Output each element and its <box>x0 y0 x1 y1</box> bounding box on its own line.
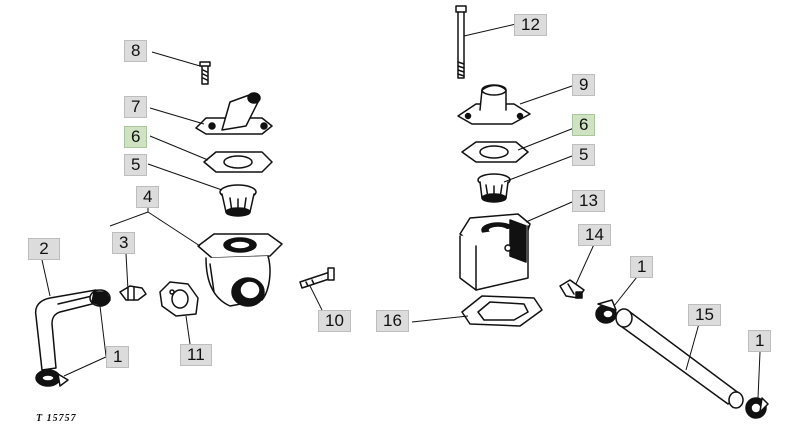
callout-9: 9 <box>572 74 596 96</box>
thermostat-cover-9-part <box>457 84 531 125</box>
bolt-10-part <box>299 267 335 289</box>
thermostat-housing-13-part <box>459 213 531 291</box>
bolt-12-part <box>455 5 467 79</box>
callout-12: 12 <box>514 14 547 36</box>
thermostat-cover-7-part <box>195 92 273 135</box>
callout-3: 3 <box>112 232 136 254</box>
callout-5-left: 5 <box>124 154 148 176</box>
hose-15-part <box>615 308 744 409</box>
callout-6-right: 6 <box>572 114 596 136</box>
callout-10: 10 <box>318 310 351 332</box>
callout-8: 8 <box>124 40 148 62</box>
fitting-3-part <box>119 285 147 301</box>
callout-11: 11 <box>180 344 212 366</box>
callout-15: 15 <box>688 304 721 326</box>
callout-1-left: 1 <box>106 346 130 368</box>
bolt-8-part <box>199 61 211 85</box>
callout-1-right: 1 <box>748 330 772 352</box>
callout-16: 16 <box>376 310 409 332</box>
gasket-6-left-part <box>203 151 273 173</box>
fitting-14-part <box>559 279 585 299</box>
thermostat-5-right-part <box>477 173 511 203</box>
figure-reference-number: T 15757 <box>36 413 77 424</box>
leader-lines <box>41 23 761 399</box>
callout-5-right: 5 <box>572 144 596 166</box>
gasket-6-right-part <box>461 141 529 163</box>
callout-14: 14 <box>578 224 611 246</box>
gasket-16-part <box>461 295 543 327</box>
callout-7: 7 <box>124 96 148 118</box>
callout-13: 13 <box>572 190 605 212</box>
hose-clamp-1-mid-part <box>595 299 617 324</box>
callout-4: 4 <box>136 186 160 208</box>
gasket-11-part <box>159 281 199 317</box>
water-outlet-elbow-4-part <box>197 233 283 307</box>
callout-6-left: 6 <box>124 126 148 148</box>
hose-clamp-1-right-part <box>745 397 769 419</box>
callout-1-middle: 1 <box>630 256 654 278</box>
callout-2: 2 <box>28 238 60 260</box>
hose-clamp-1-bottom-part <box>35 369 69 387</box>
hose-clamp-1-top-part <box>89 289 111 307</box>
thermostat-5-left-part <box>219 184 257 217</box>
hose-2-part <box>34 289 101 371</box>
